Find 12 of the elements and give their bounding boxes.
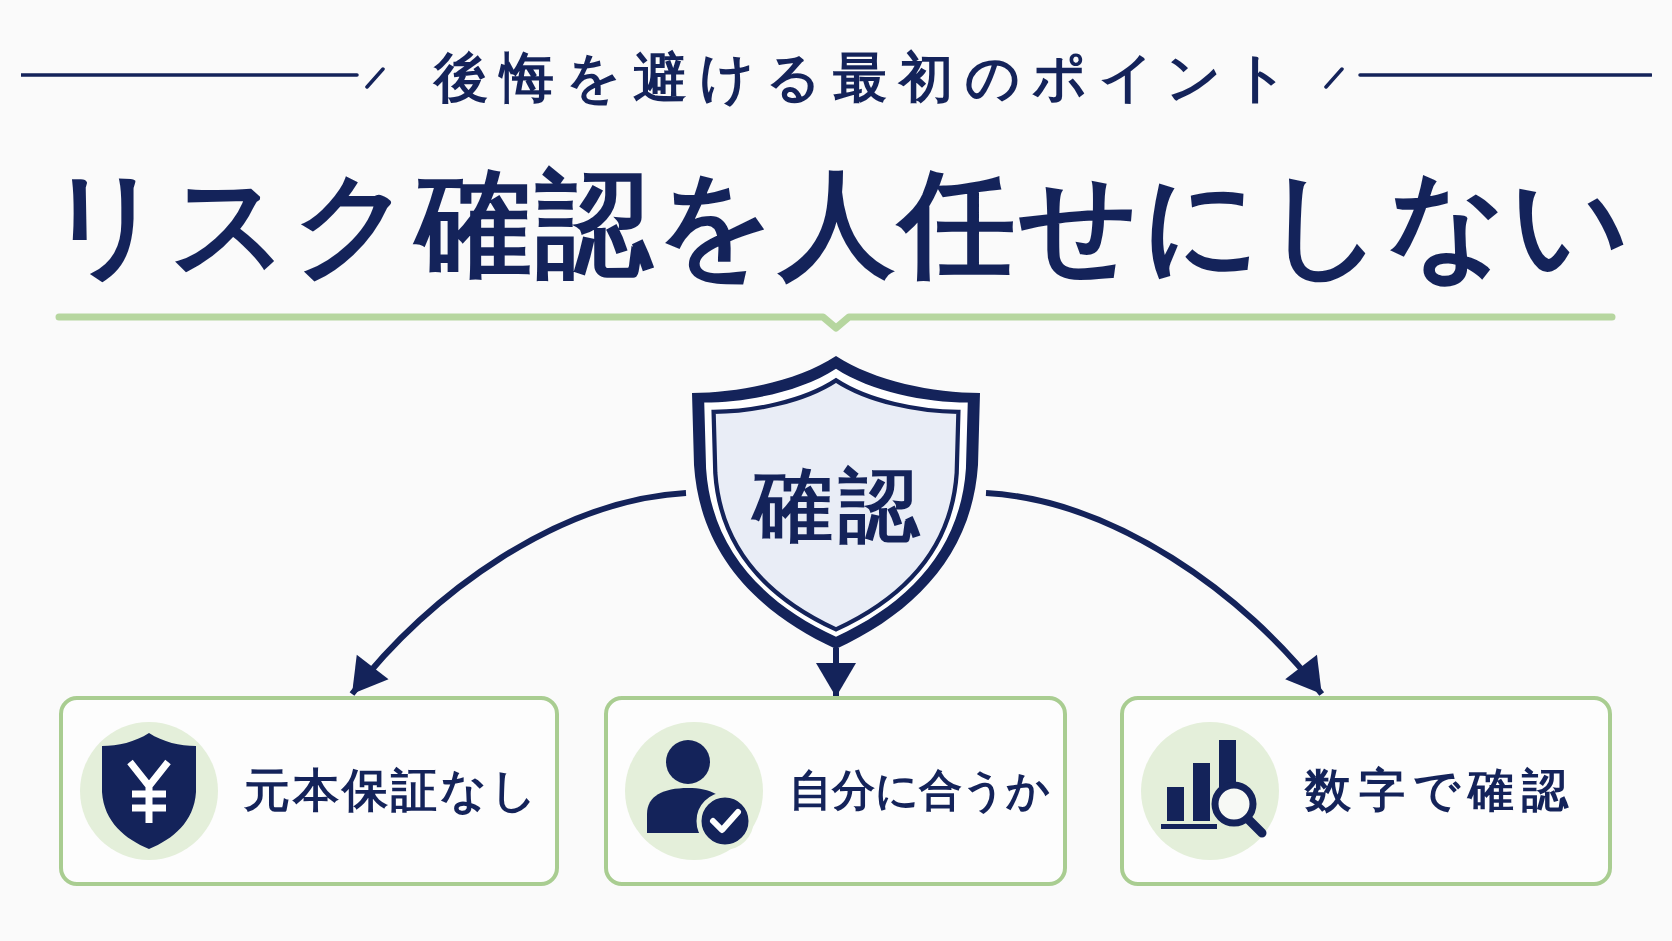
arrow (349, 490, 687, 696)
card-label: 元本保証なし (244, 762, 540, 819)
arrow (985, 490, 1325, 696)
shield-label: 確認 (750, 466, 926, 546)
main-title: リスク確認を人任せにしない (45, 155, 1635, 293)
arrow (816, 648, 856, 697)
subtitle: 後悔を避ける最初のポイント (432, 46, 1301, 110)
card-label: 数字で確認 (1305, 762, 1576, 819)
option-card (604, 696, 1067, 886)
option-card (1120, 696, 1612, 886)
option-card (59, 696, 559, 886)
card-label: 自分に合うか (789, 764, 1050, 817)
